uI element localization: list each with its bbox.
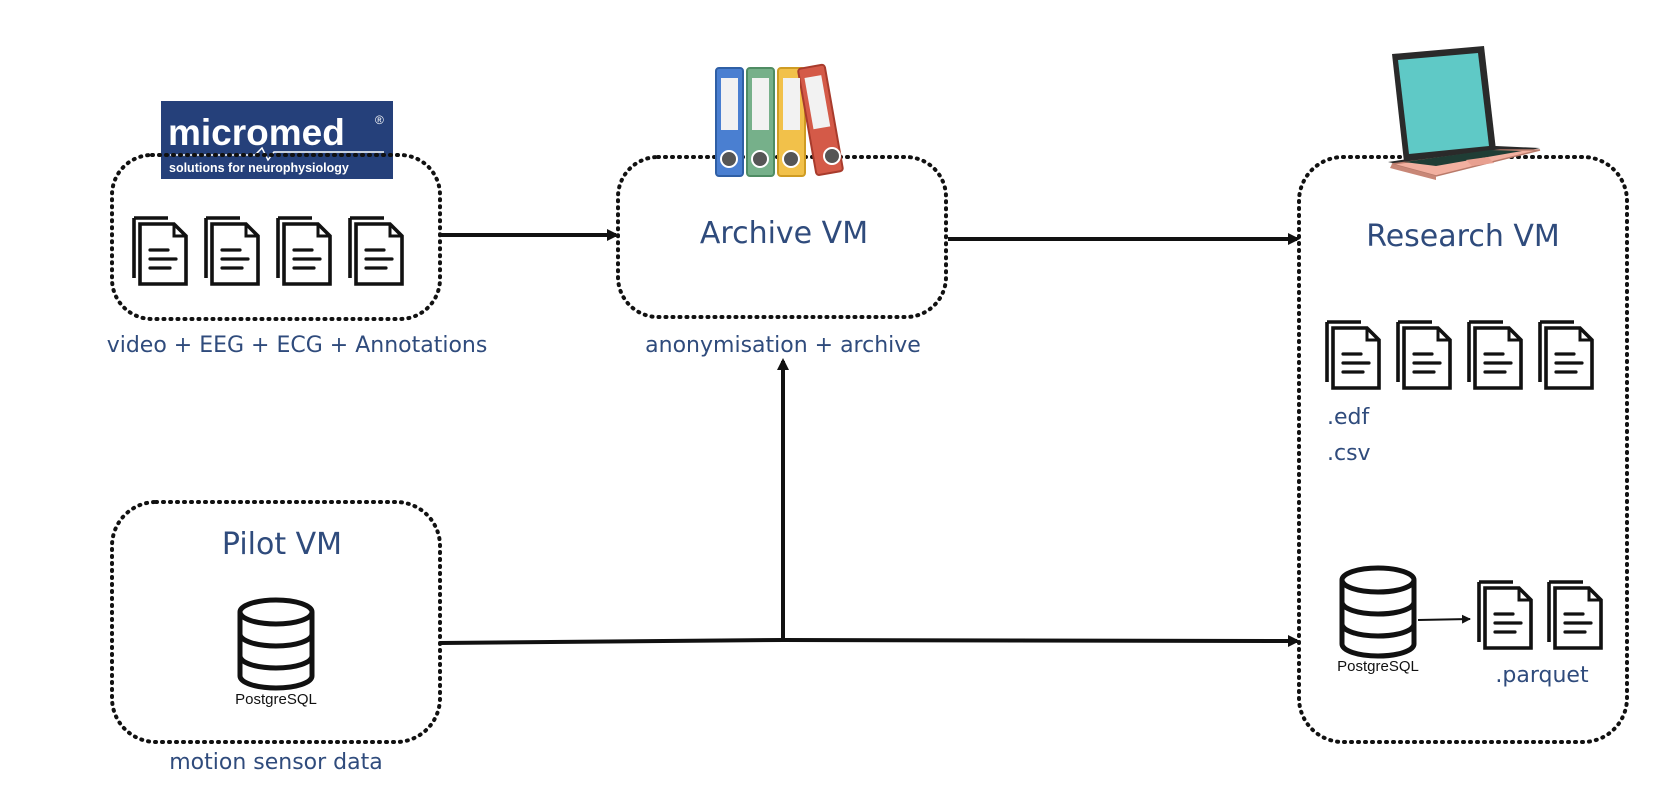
file-icon (206, 218, 258, 284)
archive-vm-title: Archive VM (700, 216, 868, 251)
file-icon (1479, 582, 1531, 648)
file-icon (1469, 322, 1521, 388)
database-icon (240, 600, 312, 688)
pilot-vm-title: Pilot VM (222, 527, 342, 562)
pilot-vm-box (110, 500, 442, 744)
parquet-label: .parquet (1495, 663, 1589, 688)
pilot-to-research-arrow (782, 634, 1300, 647)
db-to-parquet-arrow (1417, 614, 1471, 624)
format-csv: .csv (1327, 441, 1371, 466)
file-icon (1540, 322, 1592, 388)
source-caption: video + EEG + ECG + Annotations (107, 333, 488, 358)
file-icon (350, 218, 402, 284)
file-icon (1327, 322, 1379, 388)
laptop-icon (1388, 46, 1541, 180)
logo-background (161, 101, 393, 179)
research-files (1327, 322, 1592, 388)
parquet-files (1479, 582, 1601, 648)
archive-vm-caption: anonymisation + archive (645, 333, 921, 358)
file-icon (134, 218, 186, 284)
research-vm-title: Research VM (1366, 219, 1560, 254)
research-db-label: PostgreSQL (1337, 658, 1419, 675)
logo-registered: ® (375, 113, 384, 127)
binders-icon (715, 63, 844, 177)
database-icon (1342, 568, 1414, 656)
source-files (134, 218, 402, 284)
micromed-logo: micromed ® solutions for neurophysiology (161, 101, 393, 179)
file-icon (278, 218, 330, 284)
logo-brand: micromed (168, 112, 345, 153)
pilot-db-label: PostgreSQL (235, 691, 317, 708)
file-icon (1549, 582, 1601, 648)
file-icon (1398, 322, 1450, 388)
pilot-vm-caption: motion sensor data (169, 750, 382, 775)
pilot-output-line (439, 638, 784, 645)
format-edf: .edf (1327, 405, 1370, 430)
logo-tagline: solutions for neurophysiology (169, 161, 349, 175)
